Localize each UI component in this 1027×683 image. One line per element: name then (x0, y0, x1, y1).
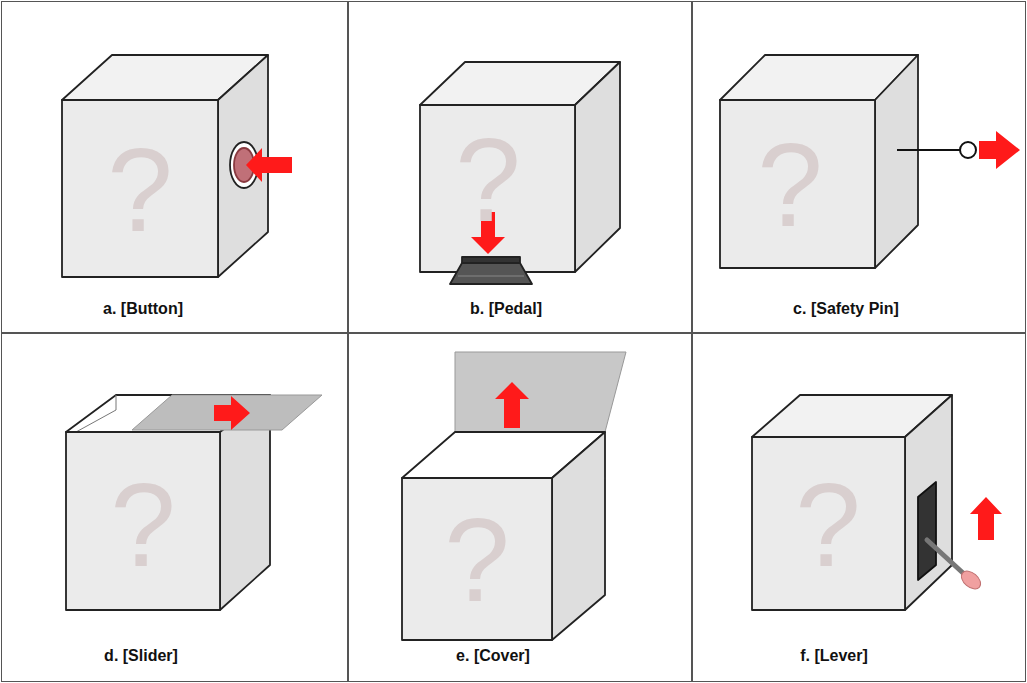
inner-wall (76, 395, 116, 432)
panel-box: a. [Button] (1, 1, 349, 334)
box-front (62, 100, 218, 277)
pin-ring (960, 142, 976, 158)
raise-arrow (970, 497, 1002, 540)
lift-arrow (495, 382, 529, 428)
question-mark: ? (757, 126, 823, 244)
question-mark: ? (444, 501, 510, 619)
panel-caption: f. [Lever] (800, 647, 868, 665)
box-side (552, 432, 605, 640)
panel-box: c. [Safety Pin] (691, 1, 1026, 334)
panel-caption: c. [Safety Pin] (793, 300, 899, 318)
lever-arm (927, 540, 963, 573)
box-front (420, 105, 575, 272)
pedal (450, 263, 532, 284)
question-mark: ? (110, 466, 176, 584)
box-side (875, 55, 918, 268)
panel-caption: e. [Cover] (456, 647, 530, 665)
cover-box (402, 352, 626, 640)
button-box (62, 55, 292, 277)
box-side (905, 395, 952, 610)
slider-box (66, 395, 322, 610)
slide-arrow (214, 396, 250, 430)
cover-lid (455, 352, 626, 432)
lever-knob (958, 568, 984, 593)
box-front (720, 100, 875, 268)
box-side (575, 62, 620, 272)
box-front (402, 478, 552, 640)
question-mark: ? (795, 466, 861, 584)
lever-box (752, 395, 1002, 610)
panel-caption: b. [Pedal] (470, 300, 542, 318)
panel-box: e. [Cover] (347, 332, 693, 682)
box-front (752, 437, 905, 610)
push-arrow (246, 148, 292, 182)
box-front (66, 432, 220, 610)
panel-caption: d. [Slider] (104, 647, 178, 665)
lever-slot (918, 482, 936, 580)
question-mark: ? (455, 121, 521, 239)
pedal-box (420, 62, 620, 284)
slider-plate (132, 395, 322, 430)
pull-arrow (979, 131, 1020, 169)
pin-box (720, 55, 1020, 268)
pin-shaft (897, 149, 960, 151)
pedal-tread (458, 276, 524, 277)
question-mark: ? (107, 131, 173, 249)
panel-caption: a. [Button] (103, 300, 183, 318)
